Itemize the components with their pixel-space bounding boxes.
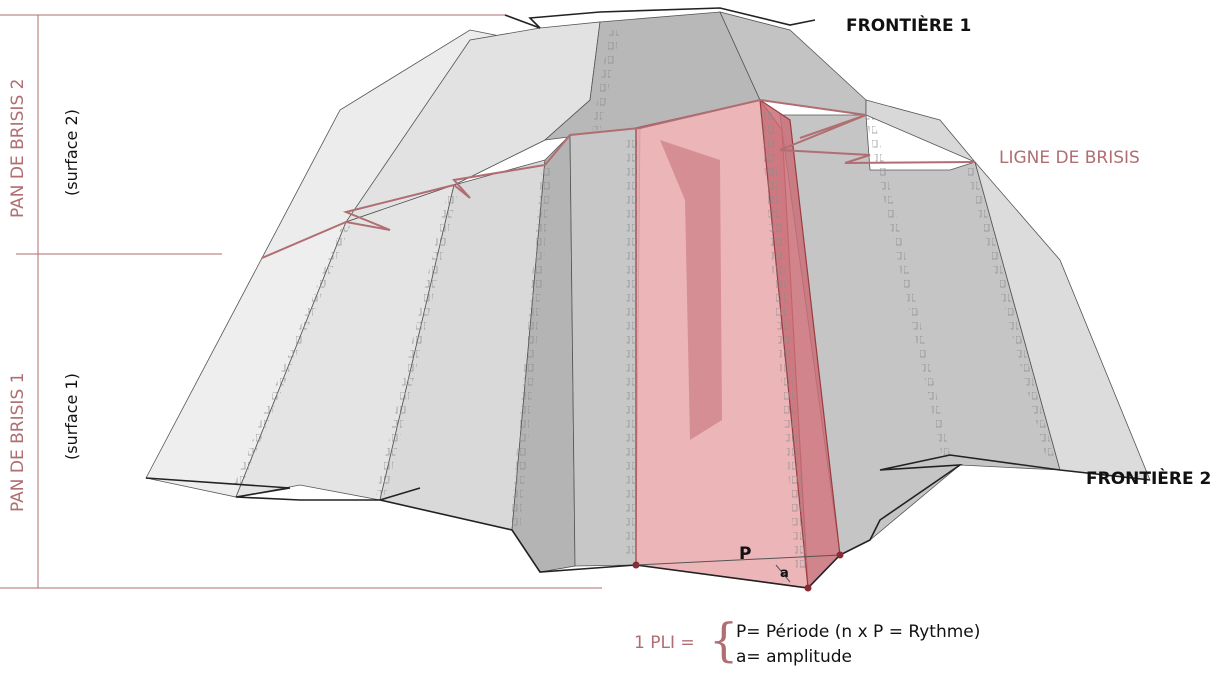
pli-legend-label: 1 PLI = <box>634 633 695 653</box>
pan-de-brisis-1-label: PAN DE BRISIS 1 <box>8 372 28 512</box>
panel-upper-far-right <box>865 99 976 163</box>
fold-teeth <box>232 30 1055 570</box>
teeth-strip-6 <box>966 168 1055 460</box>
period-line <box>635 554 841 566</box>
frontiere-2-label: FRONTIÈRE 2 <box>1086 469 1212 489</box>
surface-1-label: (surface 1) <box>62 373 81 460</box>
legend-periode: P= Période (n x P = Rythme) <box>736 622 981 642</box>
teeth-strip-2 <box>626 135 637 560</box>
frontiere-1-outline <box>504 7 816 29</box>
pli-inner-shadow <box>660 140 722 440</box>
ligne-de-brisis-line <box>261 98 976 259</box>
period-p-label: P <box>739 544 752 564</box>
pan-de-brisis-2-label: PAN DE BRISIS 2 <box>8 78 28 218</box>
teeth-strip-5 <box>232 226 350 490</box>
dimension-lines <box>0 14 602 589</box>
teeth-strip-8 <box>592 30 620 130</box>
teeth-strip-7 <box>866 118 950 455</box>
upper-panels <box>261 11 976 259</box>
amplitude-a-label: a <box>780 566 789 581</box>
highlighted-pli <box>635 98 841 590</box>
period-annotation <box>635 554 841 583</box>
legend-brace: { <box>709 613 739 667</box>
teeth-strip-1 <box>510 165 552 530</box>
ligne-de-brisis-label: LIGNE DE BRISIS <box>999 148 1140 168</box>
surface-2-label: (surface 2) <box>62 109 81 196</box>
teeth-strip-3 <box>760 110 808 570</box>
frontiere-1-label: FRONTIÈRE 1 <box>846 16 972 36</box>
legend-amplitude: a= amplitude <box>736 647 852 667</box>
vertex-bottom <box>804 584 812 592</box>
teeth-strip-4 <box>376 190 458 495</box>
amplitude-line <box>775 564 791 583</box>
